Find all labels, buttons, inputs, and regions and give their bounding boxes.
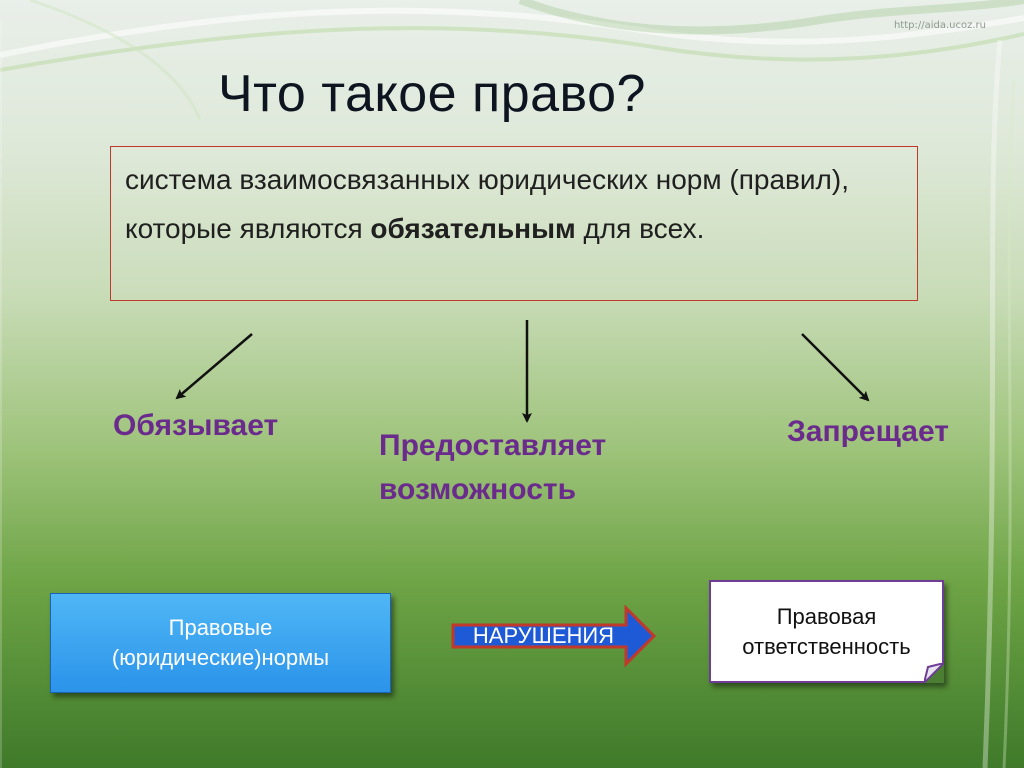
branch-provides-line2: возможность	[379, 473, 577, 506]
arrow-to-obliges	[175, 333, 253, 400]
branch-provides-line1: Предоставляет	[379, 429, 607, 462]
branch-provides: Предоставляет возможность	[379, 424, 606, 512]
watermark-url: http://aida.ucoz.ru	[893, 20, 986, 31]
legal-norms-line1: Правовые	[168, 615, 273, 640]
definition-text: система взаимосвязанных юридических норм…	[125, 164, 849, 244]
definition-bold-text: обязательным	[370, 213, 576, 244]
legal-norms-box: Правовые (юридические)нормы	[50, 593, 391, 693]
legal-responsibility-box: Правовая ответственность	[709, 580, 944, 683]
branch-obliges: Обязывает	[113, 409, 279, 442]
legal-responsibility-line1: Правовая	[776, 603, 877, 629]
legal-responsibility-line2: ответственность	[742, 633, 911, 659]
arrow-to-prohibits	[801, 333, 870, 402]
violation-label: НАРУШЕНИЯ	[472, 623, 615, 648]
definition-box: система взаимосвязанных юридических норм…	[110, 146, 918, 301]
definition-text-end: для всех.	[575, 213, 705, 244]
folded-corner-icon	[924, 663, 944, 683]
violation-arrow-icon	[451, 605, 657, 667]
branch-prohibits: Запрещает	[787, 415, 949, 448]
legal-norms-line2: (юридические)нормы	[111, 645, 330, 670]
page-title: Что такое право?	[218, 65, 646, 123]
